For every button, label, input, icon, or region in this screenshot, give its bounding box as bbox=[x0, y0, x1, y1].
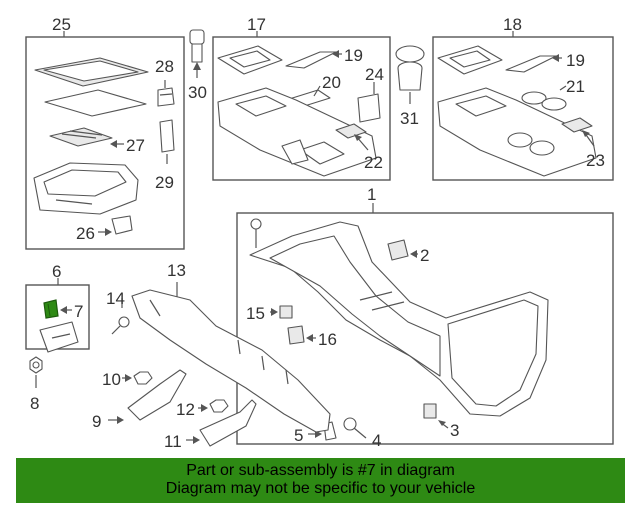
callout-7[interactable]: 7 bbox=[74, 302, 83, 321]
banner-line-part: Part or sub-assembly is #7 in diagram bbox=[186, 462, 455, 479]
part-trim-plate-18[interactable] bbox=[437, 87, 597, 177]
callout-12[interactable]: 12 bbox=[176, 400, 195, 419]
callout-28[interactable]: 28 bbox=[155, 57, 174, 76]
callout-2[interactable]: 2 bbox=[420, 246, 429, 265]
callout-19a[interactable]: 19 bbox=[344, 46, 363, 65]
banner-line-disclaimer: Diagram may not be specific to your vehi… bbox=[165, 480, 476, 497]
group-box-25 bbox=[25, 36, 185, 250]
callout-8[interactable]: 8 bbox=[30, 394, 39, 413]
info-banner: Part or sub-assembly is #7 in diagram Di… bbox=[16, 458, 625, 503]
part-latch-29[interactable] bbox=[159, 119, 175, 153]
part-clip-2[interactable] bbox=[387, 239, 409, 261]
part-highlighted-7[interactable] bbox=[43, 299, 59, 319]
part-mat-22[interactable] bbox=[335, 123, 367, 139]
callout-16[interactable]: 16 bbox=[318, 330, 337, 349]
callout-13[interactable]: 13 bbox=[167, 261, 186, 280]
part-clip-3[interactable] bbox=[423, 403, 437, 419]
part-shifter-bezel[interactable] bbox=[217, 45, 283, 75]
callout-4[interactable]: 4 bbox=[372, 431, 381, 450]
callout-27[interactable]: 27 bbox=[126, 136, 145, 155]
callout-19b[interactable]: 19 bbox=[566, 51, 585, 70]
part-side-panel-13[interactable] bbox=[131, 289, 331, 433]
callout-10[interactable]: 10 bbox=[102, 370, 121, 389]
callout-17[interactable]: 17 bbox=[247, 15, 266, 34]
part-screw-top[interactable] bbox=[250, 218, 262, 248]
group-box-1 bbox=[236, 212, 614, 445]
part-trim-strip-19b[interactable] bbox=[505, 55, 557, 73]
part-nut-8[interactable] bbox=[29, 356, 43, 374]
part-clip-16[interactable] bbox=[287, 325, 305, 345]
part-trim-plate-17[interactable] bbox=[217, 87, 377, 177]
part-armrest-lid-pad[interactable] bbox=[34, 57, 149, 87]
part-nut-12[interactable] bbox=[209, 399, 229, 413]
callout-1[interactable]: 1 bbox=[367, 185, 376, 204]
parts-diagram: 25 27 26 28 29 30 17 bbox=[25, 15, 614, 451]
part-bracket-11[interactable] bbox=[199, 399, 257, 447]
part-screw-14[interactable] bbox=[111, 316, 130, 335]
part-console-body[interactable] bbox=[249, 221, 549, 417]
callout-21[interactable]: 21 bbox=[566, 77, 585, 96]
callout-22[interactable]: 22 bbox=[364, 153, 383, 172]
callout-23[interactable]: 23 bbox=[586, 151, 605, 170]
callout-30[interactable]: 30 bbox=[188, 83, 207, 102]
part-cup-holder-31[interactable] bbox=[395, 45, 425, 91]
part-lid-hinge-27[interactable] bbox=[49, 127, 113, 147]
callout-11[interactable]: 11 bbox=[164, 432, 182, 451]
part-clip-24[interactable] bbox=[357, 93, 381, 123]
callout-5[interactable]: 5 bbox=[294, 426, 303, 445]
callout-26[interactable]: 26 bbox=[76, 224, 95, 243]
part-latch-28[interactable] bbox=[157, 87, 175, 107]
part-screw-4[interactable] bbox=[343, 417, 367, 439]
part-mat-23[interactable] bbox=[561, 117, 593, 133]
part-bracket-9[interactable] bbox=[127, 369, 187, 421]
part-shifter-bezel-18[interactable] bbox=[437, 45, 503, 75]
callout-15[interactable]: 15 bbox=[246, 304, 265, 323]
part-storage-bin[interactable] bbox=[33, 162, 139, 215]
part-clip-15[interactable] bbox=[279, 305, 293, 319]
part-armrest-lid-plate[interactable] bbox=[44, 89, 147, 117]
callout-14[interactable]: 14 bbox=[106, 289, 125, 308]
part-nut-10[interactable] bbox=[133, 371, 153, 385]
part-cup-insert-21[interactable] bbox=[521, 91, 567, 111]
callout-24[interactable]: 24 bbox=[365, 65, 384, 84]
group-box-17 bbox=[212, 36, 391, 181]
callout-9[interactable]: 9 bbox=[92, 412, 101, 431]
callout-29[interactable]: 29 bbox=[155, 173, 174, 192]
part-trim-strip-19a[interactable] bbox=[285, 51, 337, 69]
callout-20[interactable]: 20 bbox=[322, 73, 341, 92]
group-box-18 bbox=[432, 36, 614, 181]
callout-31[interactable]: 31 bbox=[400, 109, 419, 128]
callout-18[interactable]: 18 bbox=[503, 15, 522, 34]
callout-25[interactable]: 25 bbox=[52, 15, 71, 34]
part-latch-26[interactable] bbox=[111, 215, 133, 235]
callout-6[interactable]: 6 bbox=[52, 262, 61, 281]
callout-3[interactable]: 3 bbox=[450, 421, 459, 440]
part-clip-30[interactable] bbox=[189, 29, 205, 63]
part-bracket-6[interactable] bbox=[39, 321, 79, 353]
